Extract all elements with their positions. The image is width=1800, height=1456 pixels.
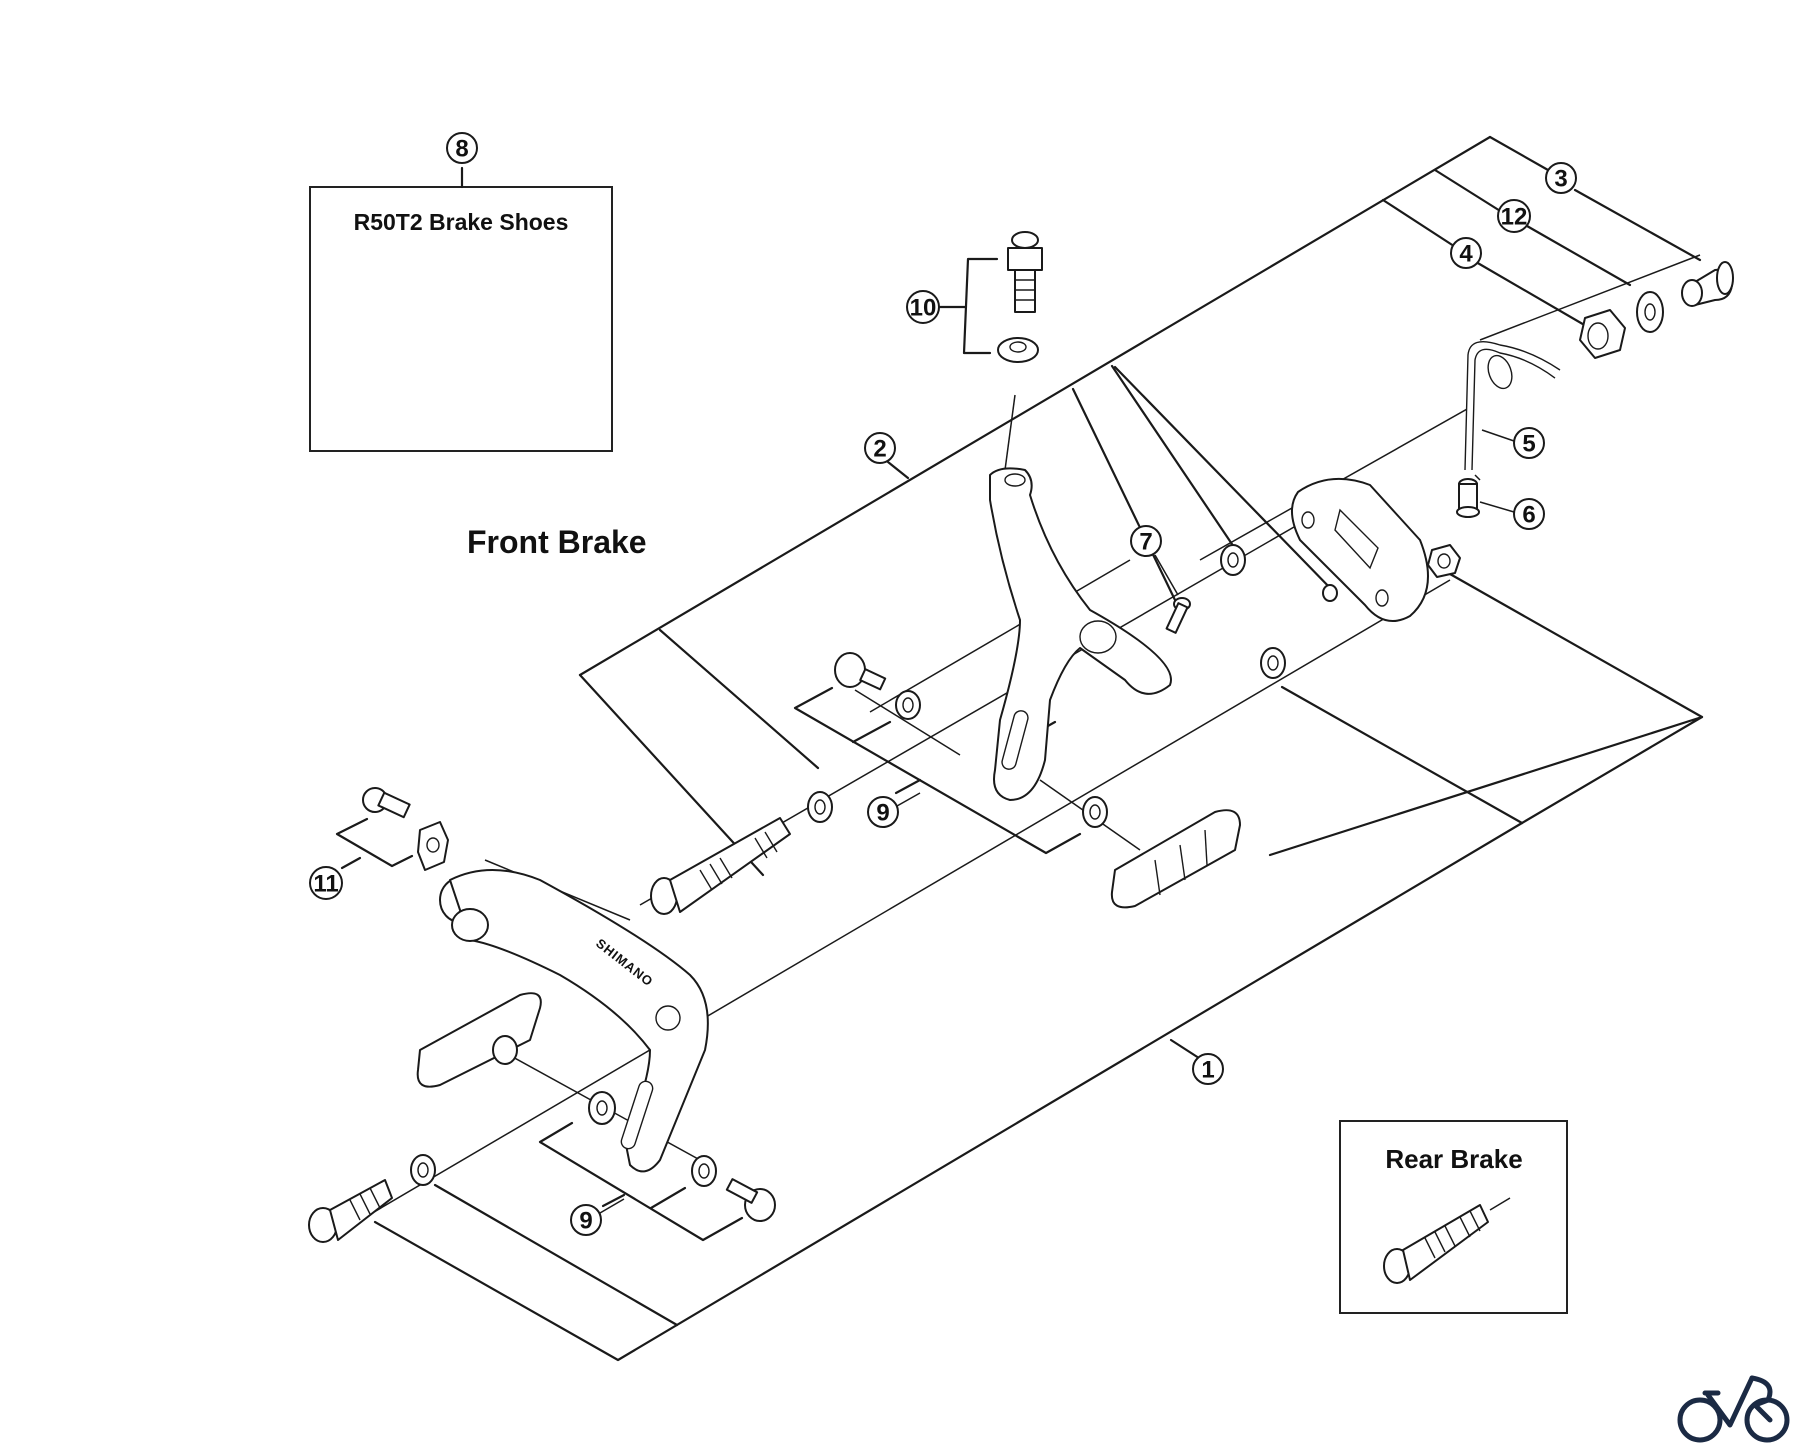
callout-5[interactable]: 5 <box>1481 427 1545 459</box>
brake-shoe-front <box>1110 809 1241 909</box>
caliper-arm-front: SHIMANO <box>439 869 709 1173</box>
callout-10[interactable]: 10 <box>906 290 940 324</box>
callout-9-upper-label: 9 <box>876 800 889 827</box>
callout-9-lower-label: 9 <box>579 1208 592 1235</box>
cable-clamp-bolt <box>362 787 449 871</box>
callout-7[interactable]: 7 <box>1130 525 1179 596</box>
brake-shoes-inset-title: R50T2 Brake Shoes <box>354 209 569 235</box>
spring-bushing <box>1456 478 1480 518</box>
callout-3[interactable]: 3 <box>1545 162 1577 194</box>
callout-12[interactable]: 12 <box>1497 199 1531 233</box>
brake-shoe-lower <box>416 992 542 1088</box>
callout-10-label: 10 <box>910 295 937 322</box>
callout-1-label: 1 <box>1201 1057 1214 1084</box>
bracket-part-10 <box>937 257 999 355</box>
callout-11[interactable]: 11 <box>309 866 343 900</box>
bracket-part-2 <box>886 135 1702 602</box>
callout-8[interactable]: 8 <box>446 132 478 164</box>
callout-6[interactable]: 6 <box>1479 498 1545 530</box>
callout-2-label: 2 <box>873 436 886 463</box>
callout-4[interactable]: 4 <box>1450 237 1482 269</box>
rear-brake-bolt <box>1383 1197 1511 1284</box>
hex-nut <box>1427 544 1461 578</box>
shoe-fixing-bolt-upper <box>834 652 887 691</box>
callout-8-label: 8 <box>455 136 468 163</box>
rear-brake-inset: Rear Brake <box>1339 1120 1568 1314</box>
front-brake-heading: Front Brake <box>467 524 647 560</box>
callout-6-label: 6 <box>1522 502 1535 529</box>
return-spring <box>1464 341 1561 471</box>
callout-9-lower[interactable]: 9 <box>570 1198 625 1236</box>
callout-4-label: 4 <box>1459 241 1473 268</box>
callout-3-label: 3 <box>1554 166 1567 193</box>
washers-upper <box>807 544 1286 828</box>
pivot-bolt-long <box>650 817 791 915</box>
callout-11-label: 11 <box>313 871 338 898</box>
callout-9-upper[interactable]: 9 <box>867 792 921 828</box>
brake-shoes-inset: R50T2 Brake Shoes <box>309 166 613 452</box>
bracket-part-1 <box>373 135 1704 1362</box>
spring-mount-plate <box>1291 477 1429 623</box>
callout-2[interactable]: 2 <box>864 432 896 464</box>
mounting-bolt-lower <box>308 1179 393 1243</box>
rear-brake-inset-title: Rear Brake <box>1385 1144 1522 1174</box>
callout-5-label: 5 <box>1522 431 1535 458</box>
bike-logo-icon <box>1677 1375 1790 1443</box>
set-screw <box>1165 597 1191 634</box>
bracket-part-11 <box>335 817 414 870</box>
mounting-hardware-right <box>1579 261 1734 359</box>
callout-7-label: 7 <box>1139 529 1152 556</box>
callout-12-label: 12 <box>1501 204 1528 231</box>
washers-lower <box>410 1091 717 1187</box>
callout-1[interactable]: 1 <box>1192 1053 1224 1085</box>
caliper-arm-rear <box>989 467 1172 801</box>
shoe-fixing-bolt-lower <box>725 1178 776 1222</box>
bracket-part-9-lower <box>538 1121 744 1242</box>
adjuster-bolt <box>997 231 1043 363</box>
